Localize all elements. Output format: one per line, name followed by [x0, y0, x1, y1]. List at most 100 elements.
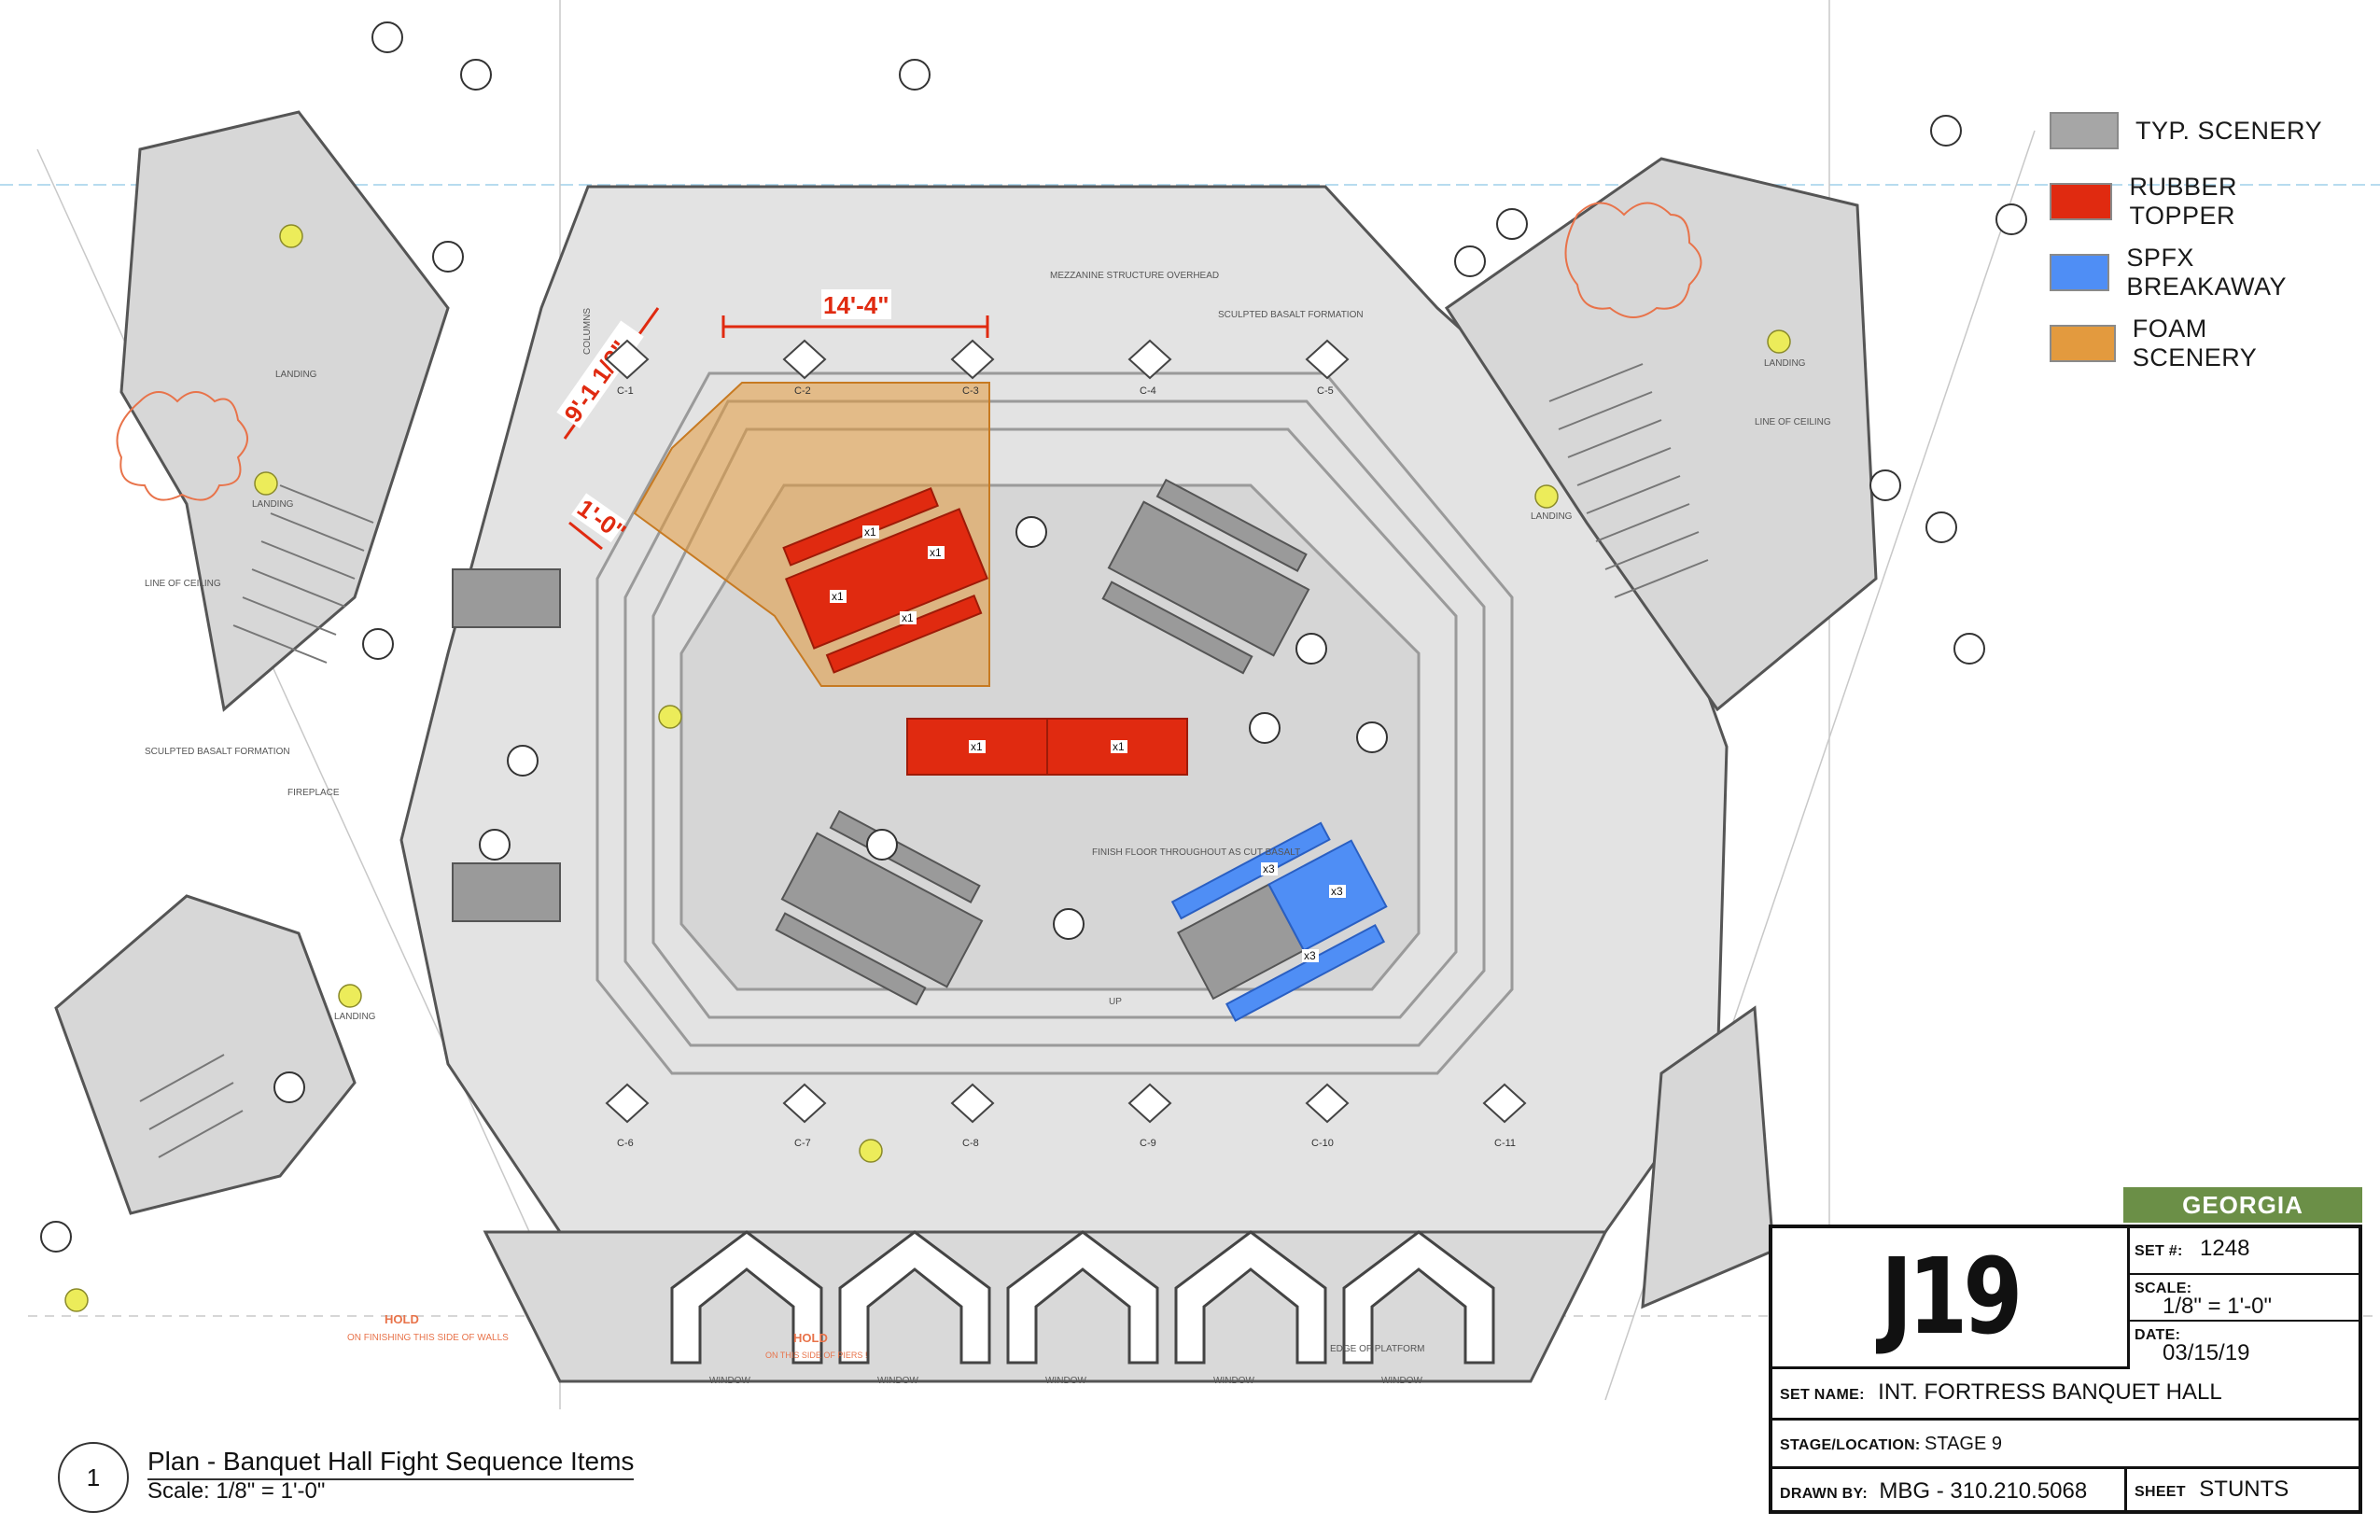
set-number: 1248: [2200, 1236, 2250, 1261]
stair-treads: [139, 363, 1709, 1158]
column-marker-c6: [605, 1083, 650, 1124]
note-fireplace: FIREPLACE: [287, 788, 340, 798]
set-number-label: SET #:: [2135, 1243, 2183, 1259]
column-label: C-9: [1140, 1138, 1156, 1149]
qty-tag: x1: [862, 525, 879, 539]
bench-lower-left-b: [775, 912, 927, 1006]
window-label: WINDOW: [877, 1376, 918, 1386]
plan-notes: MEZZANINE STRUCTURE OVERHEAD SCULPTED BA…: [145, 271, 1831, 1354]
column-marker-c2: [782, 339, 827, 380]
revision-clouds: [116, 202, 1702, 501]
window-label: WINDOW: [1381, 1376, 1422, 1386]
svg-text:x3: x3: [1304, 949, 1316, 962]
stage-cell: STAGE/LOCATION: STAGE 9: [1772, 1421, 2359, 1469]
legend-swatch: [2050, 254, 2110, 291]
column-label: C-10: [1311, 1138, 1334, 1149]
table-lower-left: [780, 832, 984, 988]
date-cell: DATE: 03/15/19: [2127, 1322, 2359, 1366]
breakaway-table: [1267, 839, 1388, 952]
legend-swatch: [2050, 325, 2116, 362]
hold-left: HOLD: [385, 1312, 419, 1326]
set-code: J19: [1881, 1237, 2023, 1358]
bench-upper-right-a: [1155, 478, 1308, 572]
sheet-label: SHEET: [2135, 1484, 2186, 1500]
column-marker-c3: [950, 339, 995, 380]
svg-text:x3: x3: [1331, 885, 1343, 898]
window-label: WINDOW: [1213, 1376, 1254, 1386]
region-banner: GEORGIA: [2123, 1187, 2362, 1223]
stage-value: STAGE 9: [1925, 1434, 2003, 1454]
legend: TYP. SCENERY RUBBER TOPPER SPFX BREAKAWA…: [2050, 110, 2330, 394]
svg-text:x1: x1: [930, 546, 942, 559]
column-marker-c10: [1305, 1083, 1350, 1124]
typical-scenery: [452, 478, 1310, 1006]
set-name-label: SET NAME:: [1780, 1387, 1865, 1403]
column-label: C-8: [962, 1138, 979, 1149]
column-label: C-4: [1140, 385, 1156, 397]
hold-center: HOLD: [793, 1331, 828, 1345]
spfx-breakaway: [1170, 821, 1388, 1022]
column-labels: C-1 C-2 C-3 C-4 C-5 C-6 C-7 C-8 C-9 C-10…: [617, 385, 1516, 1149]
drawn-by-cell: DRAWN BY: MBG - 310.210.5068: [1772, 1469, 2127, 1512]
note-basalt-upper: SCULPTED BASALT FORMATION: [1218, 310, 1364, 320]
date-value: 03/15/19: [2163, 1340, 2250, 1365]
set-number-cell: SET #: 1248: [2127, 1228, 2359, 1275]
legend-row-typ-scenery: TYP. SCENERY: [2050, 110, 2330, 151]
note-edge-of-platform: EDGE OF PLATFORM: [1330, 1344, 1425, 1354]
bench-upper-right-b: [1101, 581, 1253, 675]
qty-tag: x3: [1329, 885, 1346, 898]
svg-text:x1: x1: [864, 525, 876, 539]
qty-tag: x1: [830, 590, 847, 603]
column-marker-c1: [605, 339, 650, 380]
note-line-of-ceiling-right: LINE OF CEILING: [1755, 417, 1831, 427]
qty-tag: x1: [1111, 740, 1127, 753]
note-columns: COLUMNS: [582, 308, 593, 355]
legend-swatch: [2050, 183, 2113, 220]
hold-center-sub: ON THIS SIDE OF PIERS !: [765, 1351, 867, 1360]
column-label: C-7: [794, 1138, 811, 1149]
rubber-bench-upper-b: [825, 594, 983, 674]
drawing-scale: Scale: 1/8" = 1'-0": [147, 1478, 326, 1504]
column-label: C-1: [617, 385, 634, 397]
legend-label: FOAM SCENERY: [2132, 315, 2258, 371]
column-marker-c7: [782, 1083, 827, 1124]
window-bays: [670, 1230, 1495, 1365]
drawing-title: Plan - Banquet Hall Fight Sequence Items: [147, 1447, 635, 1480]
column-marker-c11: [1482, 1083, 1527, 1124]
qty-tag: x1: [928, 546, 945, 559]
note-landing-c: LANDING: [1531, 511, 1573, 522]
sheet-value: STUNTS: [2199, 1477, 2289, 1502]
scenery-block-left-upper: [452, 568, 561, 628]
svg-text:x1: x1: [1113, 740, 1125, 753]
qty-tag: x1: [969, 740, 986, 753]
breakaway-bench-b: [1225, 923, 1386, 1022]
stage-label: STAGE/LOCATION:: [1780, 1437, 1921, 1453]
hold-left-sub: ON FINISHING THIS SIDE OF WALLS: [347, 1333, 509, 1343]
scale-cell: SCALE: 1/8" = 1'-0": [2127, 1275, 2359, 1322]
scale-value: 1/8" = 1'-0": [2163, 1294, 2273, 1319]
sheet-cell: SHEET STUNTS: [2127, 1469, 2359, 1512]
window-label: WINDOW: [1045, 1376, 1086, 1386]
svg-text:x3: x3: [1263, 862, 1275, 875]
breakaway-bench-a: [1170, 821, 1331, 920]
qty-tag: x3: [1302, 949, 1319, 962]
column-markers: [605, 339, 1527, 1124]
elevation-markers: [40, 21, 2027, 1253]
column-label: C-3: [962, 385, 979, 397]
column-marker-c4: [1127, 339, 1172, 380]
note-landing-e: LANDING: [334, 1012, 376, 1022]
legend-row-foam-scenery: FOAM SCENERY: [2050, 315, 2330, 371]
column-label: C-5: [1317, 385, 1334, 397]
note-mezzanine: MEZZANINE STRUCTURE OVERHEAD: [1050, 271, 1219, 281]
note-finish-floor: FINISH FLOOR THROUGHOUT AS CUT BASALT: [1092, 847, 1300, 858]
level-markers: [64, 224, 1791, 1312]
set-name-cell: SET NAME: INT. FORTRESS BANQUET HALL: [1772, 1366, 2359, 1421]
set-code-cell: J19: [1772, 1228, 2130, 1369]
rubber-topper: [782, 486, 1188, 776]
legend-label: RUBBER TOPPER: [2129, 173, 2237, 230]
bench-lower-left-a: [829, 809, 981, 903]
window-label: WINDOW: [709, 1376, 750, 1386]
note-landing-b: LANDING: [252, 499, 294, 510]
column-marker-c9: [1127, 1083, 1172, 1124]
